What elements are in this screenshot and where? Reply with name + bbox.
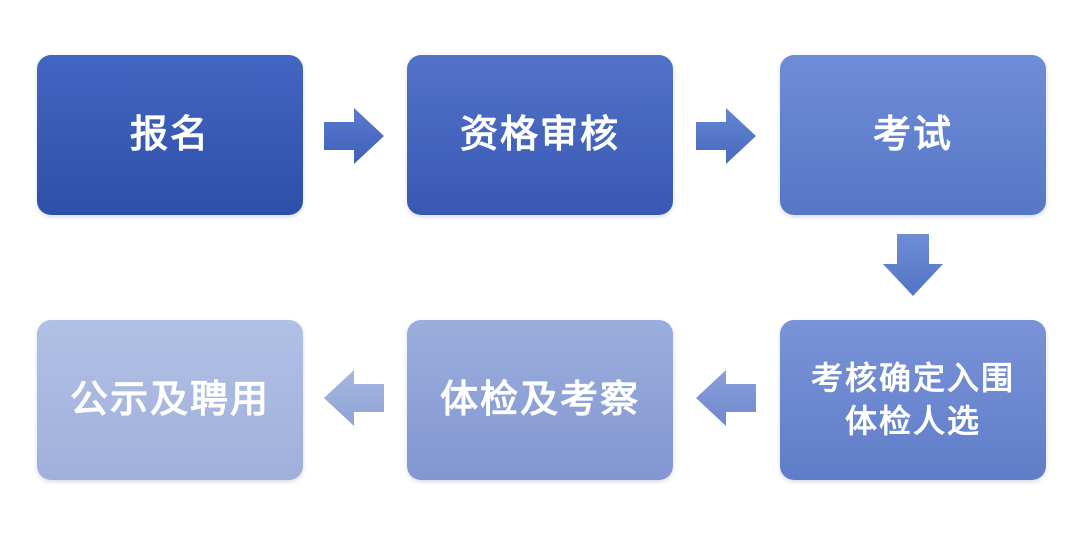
arrow-right-icon — [324, 108, 384, 164]
step-publicity-and-hiring: 公示及聘用 — [37, 320, 303, 480]
arrow-left-icon — [324, 370, 384, 426]
arrow-left-icon — [696, 370, 756, 426]
step-physical-exam-label: 体检及考察 — [439, 377, 640, 422]
step-publicity-label: 公示及聘用 — [69, 377, 270, 422]
step-physical-exam-and-inspection: 体检及考察 — [407, 320, 673, 480]
step-shortlist-line2: 体检人选 — [844, 402, 981, 440]
step-registration-label: 报名 — [129, 112, 210, 157]
arrow-down-icon — [883, 234, 943, 296]
step-shortlist-for-physical-exam: 考核确定入围 体检人选 — [780, 320, 1046, 480]
arrow-right-icon — [696, 108, 756, 164]
step-qualification-review-label: 资格审核 — [459, 112, 620, 157]
step-registration: 报名 — [37, 55, 303, 215]
step-shortlist-line1: 考核确定入围 — [810, 358, 1015, 397]
step-qualification-review: 资格审核 — [407, 55, 673, 215]
step-exam: 考试 — [780, 55, 1046, 215]
step-exam-label: 考试 — [872, 112, 953, 157]
